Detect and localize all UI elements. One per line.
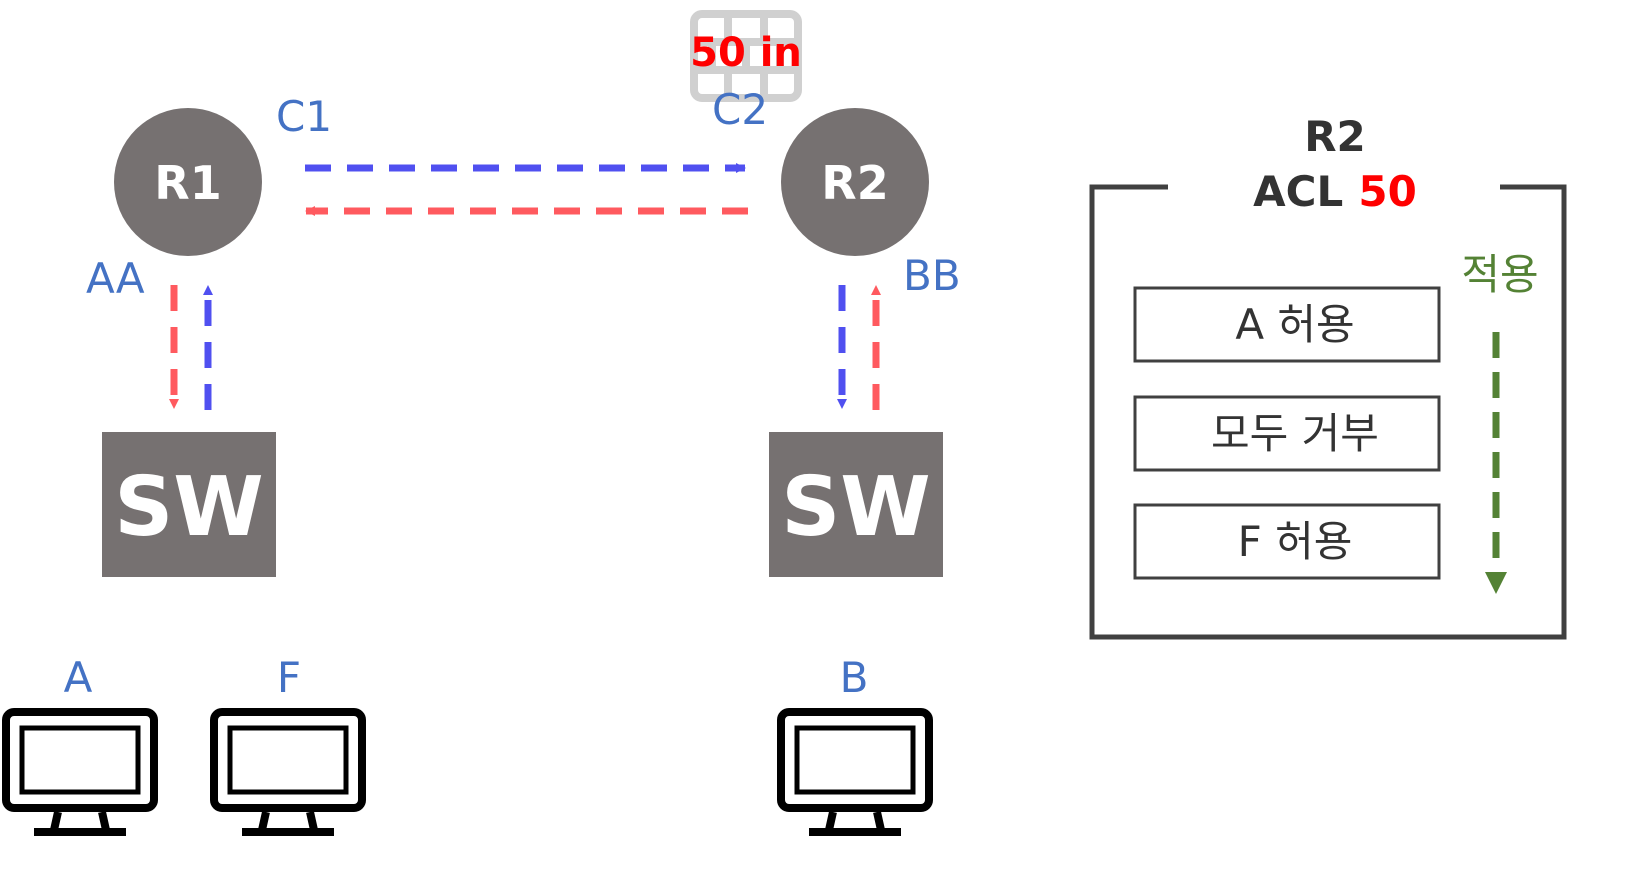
host-f-label: F (277, 653, 301, 702)
acl-rule-3[interactable]: F 허용 (1133, 503, 1441, 580)
router-r2[interactable]: R2 (781, 108, 929, 256)
interface-c2-label: C2 (712, 85, 768, 134)
acl-apply-label: 적용 (1461, 250, 1538, 299)
acl-rule-1-label: A 허용 (1235, 300, 1354, 349)
computer-f-icon[interactable] (210, 708, 366, 836)
acl-rule-2-label: 모두 거부 (1211, 409, 1379, 458)
interface-bb-label: BB (903, 251, 961, 300)
host-a-label: A (64, 653, 93, 702)
acl-heading: ACL 50 (1253, 167, 1417, 216)
switch-left[interactable]: SW (102, 432, 276, 577)
interface-aa-label: AA (86, 254, 145, 303)
acl-number: 50 (1358, 167, 1416, 216)
router-r2-label: R2 (821, 156, 888, 210)
firewall-icon (690, 10, 802, 102)
host-b-label: B (840, 653, 869, 702)
acl-panel: R2 ACL 50 A 허용 모두 거부 F 허용 적용 (1089, 112, 1567, 640)
switch-left-label: SW (114, 460, 264, 555)
acl-router-title: R2 (1304, 112, 1366, 161)
acl-prefix: ACL (1253, 167, 1343, 216)
router-r1[interactable]: R1 (114, 108, 262, 256)
switch-right[interactable]: SW (769, 432, 943, 577)
computer-b-icon[interactable] (777, 708, 933, 836)
switch-right-label: SW (781, 460, 931, 555)
acl-rule-1[interactable]: A 허용 (1133, 286, 1441, 363)
acl-rule-2[interactable]: 모두 거부 (1133, 395, 1441, 472)
router-r1-label: R1 (154, 156, 221, 210)
computer-a-icon[interactable] (2, 708, 158, 836)
acl-rule-3-label: F 허용 (1238, 517, 1353, 566)
firewall-label: 50 in (690, 30, 802, 76)
acl-apply-arrow-head (1485, 572, 1507, 594)
interface-c1-label: C1 (276, 92, 332, 141)
